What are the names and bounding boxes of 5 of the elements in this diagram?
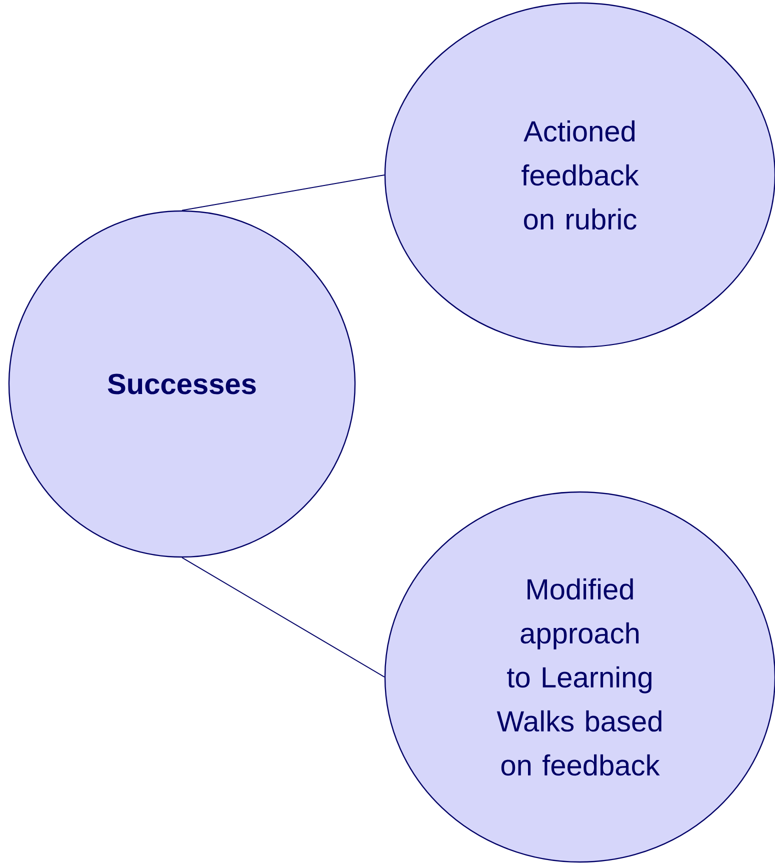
connector-line — [182, 174, 385, 211]
connector-line — [182, 557, 385, 678]
ellipse-node: Successes — [8, 210, 356, 558]
ellipse-node: Actioned feedback on rubric — [384, 2, 775, 348]
ellipse-node: Modified approach to Learning Walks based on feedback — [384, 491, 775, 863]
